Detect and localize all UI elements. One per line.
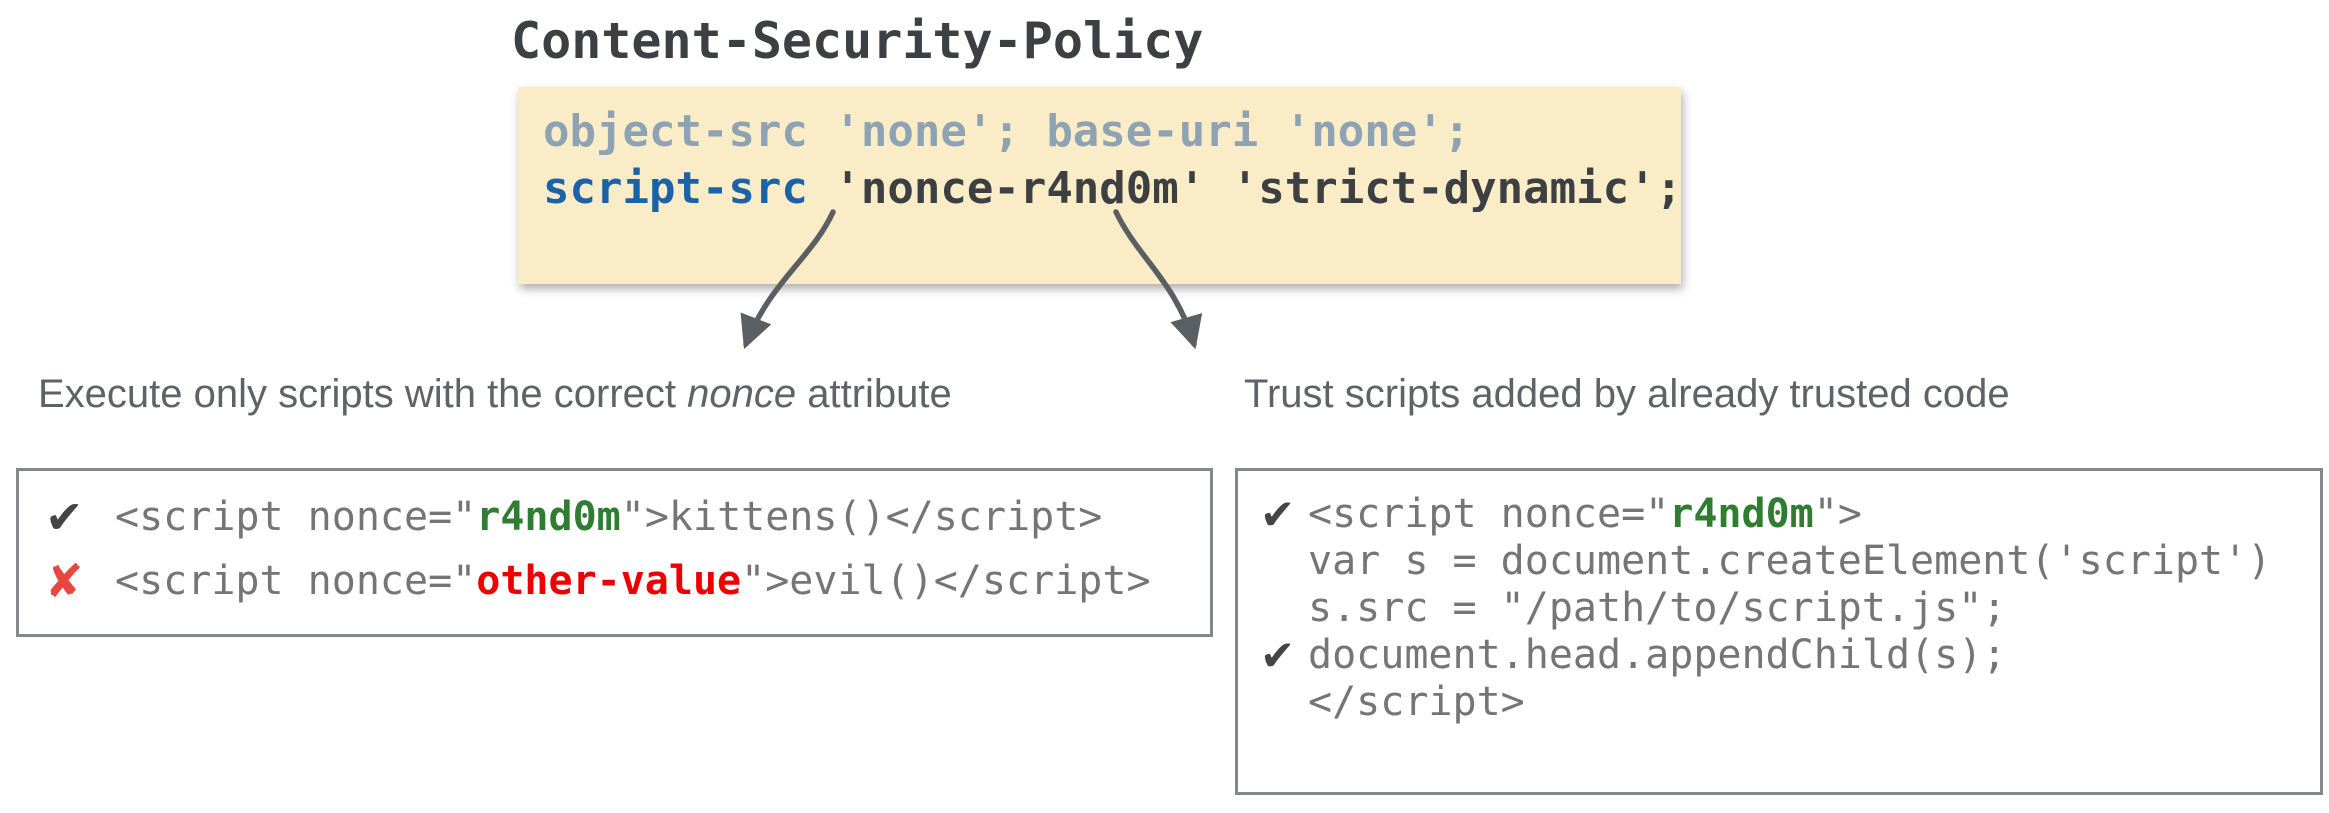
code-post: ">kittens()</script> <box>620 494 1103 540</box>
wrong-nonce-value: other-value <box>476 558 742 604</box>
check-icon: ✔ <box>45 490 84 544</box>
nonce-value: r4nd0m <box>476 494 621 540</box>
script-src-directive: script-src <box>543 163 808 214</box>
code-line: s.src = "/path/to/script.js"; <box>1308 585 2007 631</box>
policy-line-object-src: object-src 'none'; base-uri 'none'; <box>543 106 1471 157</box>
nonce-caption-em: nonce <box>687 372 797 416</box>
code-line: <script nonce="r4nd0m"> <box>1238 491 2320 538</box>
trusted-code-caption: Trust scripts added by already trusted c… <box>1244 372 2010 416</box>
page-title: Content-Security-Policy <box>511 12 1204 70</box>
code-row-blocked-script: ✘ <script nonce="other-value">evil()</sc… <box>19 549 1210 613</box>
code-post: ">evil()</script> <box>741 558 1151 604</box>
code-row-create-element: var s = document.createElement('script') <box>1238 538 2320 585</box>
nonce-caption-pre: Execute only scripts with the correct <box>38 372 688 416</box>
code-row-valid-script: ✔ <script nonce="r4nd0m">kittens()</scri… <box>19 485 1210 549</box>
code-pre: <script nonce=" <box>115 494 477 540</box>
policy-line-script-src: script-src 'nonce-r4nd0m' 'strict-dynami… <box>543 160 1683 217</box>
code-line: <script nonce="r4nd0m">kittens()</script… <box>19 485 1210 549</box>
script-src-values: 'nonce-r4nd0m' 'strict-dynamic'; <box>807 163 1683 214</box>
check-icon: ✔ <box>1260 489 1296 539</box>
code-post: "> <box>1813 491 1862 537</box>
csp-policy-box: object-src 'none'; base-uri 'none'; scri… <box>518 87 1683 284</box>
check-icon: ✔ <box>1260 630 1296 680</box>
strict-dynamic-example-box: ✔ <script nonce="r4nd0m"> var s = docume… <box>1235 468 2323 795</box>
code-row-script-open: ✔ <script nonce="r4nd0m"> <box>1238 491 2320 538</box>
code-row-append-child: ✔ document.head.appendChild(s); <box>1238 632 2320 679</box>
code-row-set-src: s.src = "/path/to/script.js"; <box>1238 585 2320 632</box>
code-pre: <script nonce=" <box>1308 491 1670 537</box>
code-row-script-close: </script> <box>1238 679 2320 726</box>
code-line: var s = document.createElement('script') <box>1308 538 2272 584</box>
nonce-caption: Execute only scripts with the correct no… <box>38 372 952 417</box>
nonce-caption-post: attribute <box>796 372 952 416</box>
code-line: </script> <box>1308 679 1525 725</box>
code-line: document.head.appendChild(s); <box>1308 632 2007 678</box>
code-line: <script nonce="other-value">evil()</scri… <box>19 549 1210 613</box>
cross-icon: ✘ <box>45 554 84 608</box>
nonce-example-box: ✔ <script nonce="r4nd0m">kittens()</scri… <box>16 468 1213 637</box>
code-pre: <script nonce=" <box>115 558 477 604</box>
nonce-value: r4nd0m <box>1669 491 1814 537</box>
